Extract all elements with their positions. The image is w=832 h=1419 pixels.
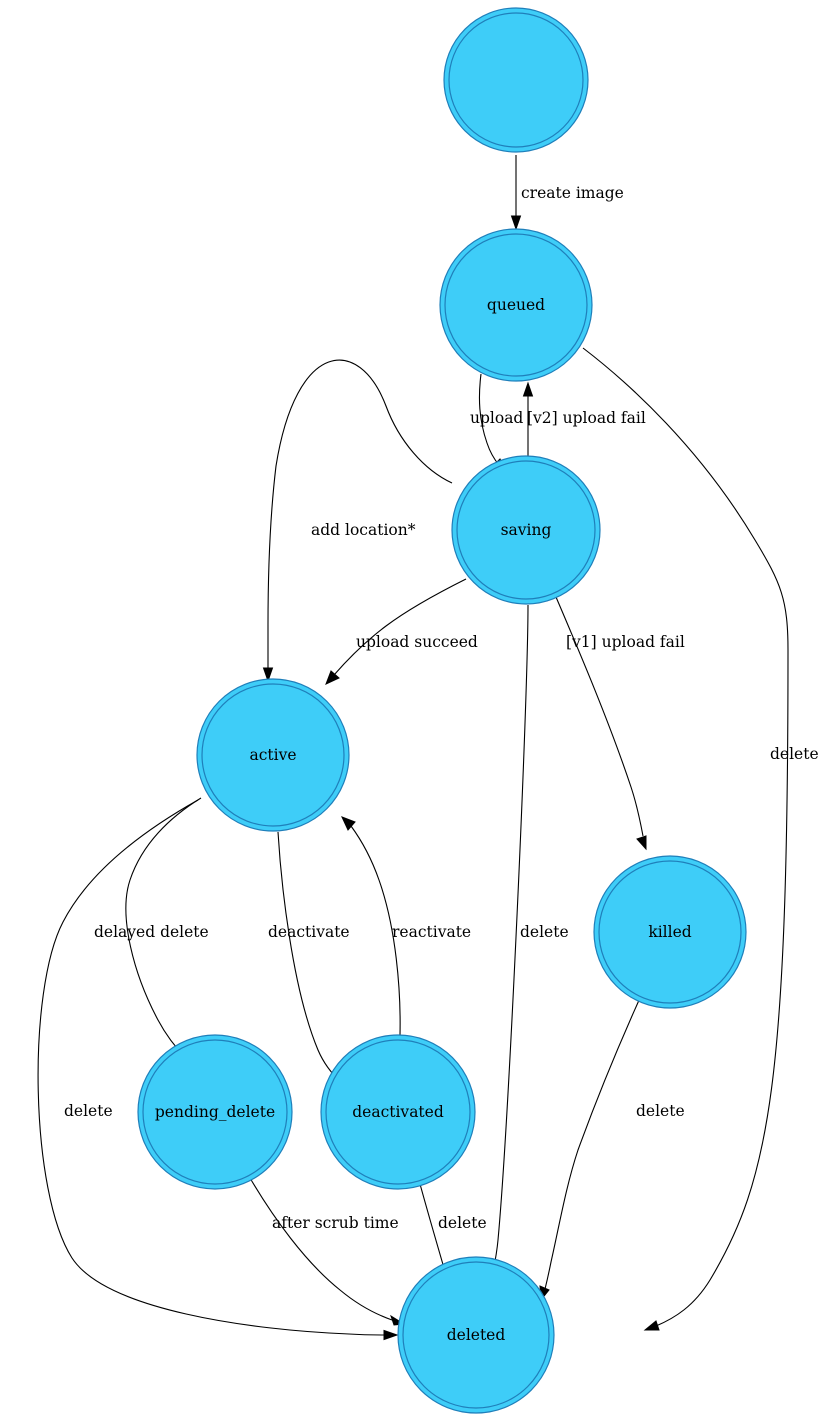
node-label-deleted: deleted bbox=[447, 1326, 506, 1344]
node-active[interactable]: active bbox=[196, 678, 350, 832]
node-saving[interactable]: saving bbox=[451, 455, 601, 605]
node-start[interactable] bbox=[443, 7, 589, 153]
edge-label-create-image: create image bbox=[521, 184, 624, 202]
edge-label-upload: upload bbox=[470, 409, 523, 427]
edge-label-delayed-delete: delayed delete bbox=[94, 923, 209, 941]
edge-label-deactivated-delete: delete bbox=[438, 1214, 487, 1232]
edge-label-add-location: add location* bbox=[311, 521, 416, 539]
node-deleted[interactable]: deleted bbox=[397, 1256, 555, 1414]
node-label-active: active bbox=[249, 746, 296, 764]
edge-saving-to-deleted bbox=[486, 604, 529, 1286]
node-label-saving: saving bbox=[501, 521, 552, 539]
edge-label-saving-delete: delete bbox=[520, 923, 569, 941]
node-label-queued: queued bbox=[487, 296, 545, 314]
edge-label-upload-succeed: upload succeed bbox=[356, 633, 478, 651]
node-label-deactivated: deactivated bbox=[352, 1103, 444, 1121]
edge-label-v2-upload-fail: [v2] upload fail bbox=[527, 409, 646, 427]
edge-deactivated-to-active bbox=[341, 816, 401, 1036]
node-killed[interactable]: killed bbox=[593, 855, 747, 1009]
edge-pending-delete-to-deleted bbox=[249, 1177, 406, 1326]
edge-label-reactivate: reactivate bbox=[392, 923, 471, 941]
edge-saving-to-killed bbox=[555, 596, 647, 851]
edge-label-queued-delete: delete bbox=[770, 745, 819, 763]
edges-layer bbox=[37, 155, 789, 1341]
nodes-layer: queued saving active killed pending_ bbox=[137, 7, 747, 1414]
edge-active-to-deleted bbox=[37, 799, 399, 1341]
node-deactivated[interactable]: deactivated bbox=[320, 1034, 476, 1190]
edge-saving-to-queued bbox=[522, 381, 534, 456]
edge-label-v1-upload-fail: [v1] upload fail bbox=[566, 633, 685, 651]
node-pending-delete[interactable]: pending_delete bbox=[137, 1034, 293, 1190]
edge-saving-to-active-add-location bbox=[262, 359, 453, 683]
edge-active-to-deactivated bbox=[277, 831, 353, 1091]
edge-start-to-queued bbox=[510, 155, 522, 231]
edge-label-deactivate: deactivate bbox=[268, 923, 350, 941]
edge-killed-to-deleted bbox=[539, 997, 641, 1302]
edge-label-active-delete: delete bbox=[64, 1102, 113, 1120]
edge-label-after-scrub-time: after scrub time bbox=[272, 1214, 399, 1232]
edge-saving-to-active-upload-succeed bbox=[325, 578, 467, 685]
node-label-killed: killed bbox=[648, 923, 691, 941]
edge-label-killed-delete: delete bbox=[636, 1102, 685, 1120]
node-label-pending-delete: pending_delete bbox=[155, 1103, 275, 1121]
node-queued[interactable]: queued bbox=[439, 228, 593, 382]
edge-queued-to-deleted bbox=[582, 347, 789, 1331]
edge-labels-layer: create image upload [v2] upload fail add… bbox=[64, 184, 819, 1232]
